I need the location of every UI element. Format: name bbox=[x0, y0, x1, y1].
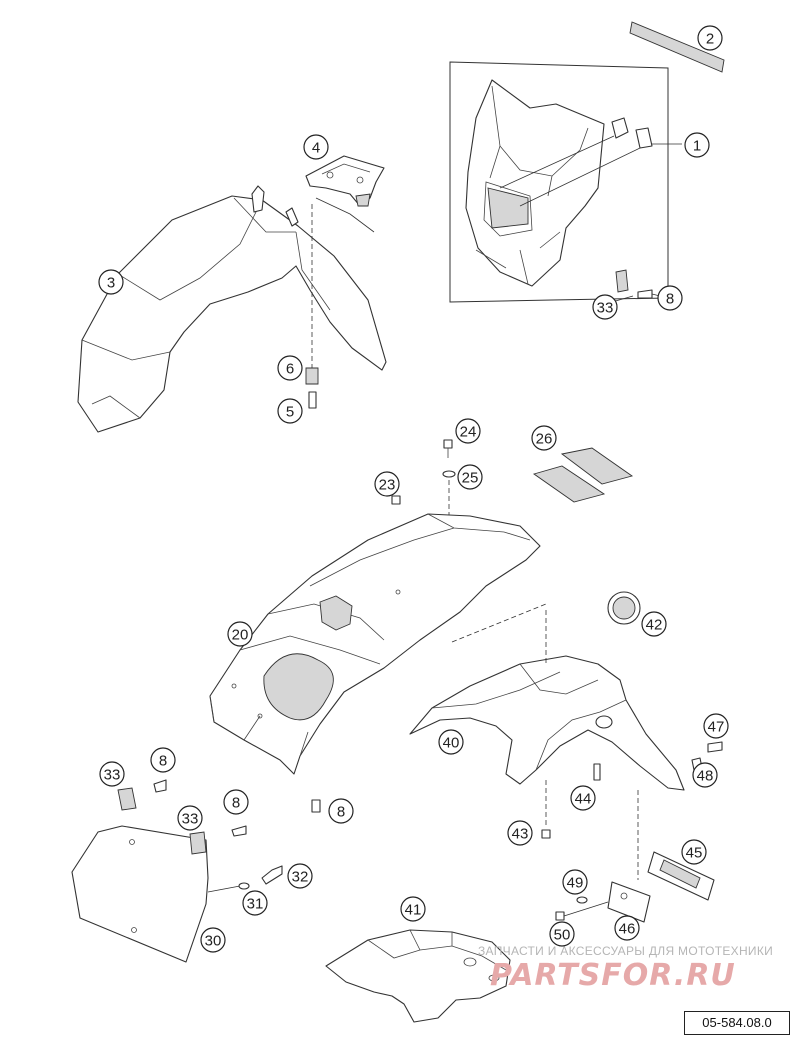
callout-24: 24 bbox=[455, 418, 481, 444]
svg-text:41: 41 bbox=[405, 902, 422, 919]
part-30-number-plate bbox=[71, 779, 283, 963]
svg-text:25: 25 bbox=[462, 470, 479, 487]
callout-8-top: 8 bbox=[657, 285, 683, 311]
callout-25: 25 bbox=[457, 464, 483, 490]
callout-40: 40 bbox=[438, 729, 464, 755]
callout-26: 26 bbox=[531, 425, 557, 451]
callout-6: 6 bbox=[277, 355, 303, 381]
callout-44: 44 bbox=[570, 785, 596, 811]
part-20-rear-tail-section bbox=[209, 513, 547, 813]
svg-text:24: 24 bbox=[460, 424, 477, 441]
svg-text:32: 32 bbox=[292, 869, 309, 886]
svg-text:33: 33 bbox=[597, 300, 614, 317]
part-1-headlight-mask bbox=[449, 61, 682, 303]
callout-41: 41 bbox=[400, 896, 426, 922]
svg-text:4: 4 bbox=[312, 140, 320, 157]
callout-33-top: 33 bbox=[592, 294, 618, 320]
svg-text:42: 42 bbox=[646, 617, 663, 634]
diagram-code-label: 05-584.08.0 bbox=[684, 1011, 790, 1035]
svg-text:3: 3 bbox=[107, 275, 115, 292]
callout-8-plate-lower: 8 bbox=[223, 789, 249, 815]
callout-49: 49 bbox=[562, 869, 588, 895]
seat-screw-hardware bbox=[391, 439, 456, 540]
svg-text:40: 40 bbox=[443, 735, 460, 752]
callout-30: 30 bbox=[200, 927, 226, 953]
svg-text:26: 26 bbox=[536, 431, 553, 448]
callout-32: 32 bbox=[287, 863, 313, 889]
svg-text:47: 47 bbox=[708, 719, 725, 736]
callout-1: 1 bbox=[684, 132, 710, 158]
callout-43: 43 bbox=[507, 820, 533, 846]
callout-4: 4 bbox=[303, 134, 329, 160]
part-4-fender-bracket bbox=[305, 155, 385, 233]
svg-text:46: 46 bbox=[619, 921, 636, 938]
svg-text:45: 45 bbox=[686, 845, 703, 862]
callout-23: 23 bbox=[374, 471, 400, 497]
svg-text:31: 31 bbox=[247, 896, 264, 913]
callout-50: 50 bbox=[549, 921, 575, 947]
callout-bubbles: 1 2 3 4 5 6 8 33 24 25 26 23 20 42 40 47… bbox=[98, 25, 729, 953]
callout-5: 5 bbox=[277, 398, 303, 424]
callout-3: 3 bbox=[98, 269, 124, 295]
callout-46: 46 bbox=[614, 915, 640, 941]
callout-8-plate-upper: 8 bbox=[150, 747, 176, 773]
part-45-46-license-light bbox=[555, 851, 715, 923]
svg-text:8: 8 bbox=[666, 291, 674, 308]
callout-8-rear: 8 bbox=[328, 798, 354, 824]
watermark-tagline: ЗАПЧАСТИ И АКСЕССУАРЫ ДЛЯ МОТОТЕХНИКИ bbox=[478, 944, 774, 958]
svg-text:48: 48 bbox=[697, 768, 714, 785]
svg-text:5: 5 bbox=[286, 404, 294, 421]
svg-text:8: 8 bbox=[159, 753, 167, 770]
callout-45: 45 bbox=[681, 839, 707, 865]
part-26-pads bbox=[532, 447, 634, 503]
callout-20: 20 bbox=[227, 621, 253, 647]
svg-text:30: 30 bbox=[205, 933, 222, 950]
callout-42: 42 bbox=[641, 611, 667, 637]
svg-text:50: 50 bbox=[554, 927, 571, 944]
part-3-front-fender bbox=[77, 185, 387, 433]
callout-31: 31 bbox=[242, 890, 268, 916]
svg-text:6: 6 bbox=[286, 361, 294, 378]
svg-text:23: 23 bbox=[379, 477, 396, 494]
callout-33-plate-upper: 33 bbox=[99, 761, 125, 787]
part-2-decal-strip bbox=[629, 21, 725, 73]
svg-text:2: 2 bbox=[706, 31, 714, 48]
svg-text:20: 20 bbox=[232, 627, 249, 644]
callout-2: 2 bbox=[697, 25, 723, 51]
svg-text:1: 1 bbox=[693, 138, 701, 155]
callout-33-plate-lower: 33 bbox=[177, 805, 203, 831]
svg-text:33: 33 bbox=[104, 767, 121, 784]
svg-text:8: 8 bbox=[232, 795, 240, 812]
svg-text:8: 8 bbox=[337, 804, 345, 821]
callout-47: 47 bbox=[703, 713, 729, 739]
svg-text:49: 49 bbox=[567, 875, 584, 892]
svg-text:44: 44 bbox=[575, 791, 592, 808]
part-40-rear-fender bbox=[409, 610, 723, 880]
callout-48: 48 bbox=[692, 762, 718, 788]
watermark-brand-logo: PARTSFOR.RU bbox=[490, 958, 736, 993]
part-42-grommet bbox=[607, 591, 641, 625]
part-41-inner-fender bbox=[325, 929, 511, 1023]
svg-text:43: 43 bbox=[512, 826, 529, 843]
svg-text:33: 33 bbox=[182, 811, 199, 828]
